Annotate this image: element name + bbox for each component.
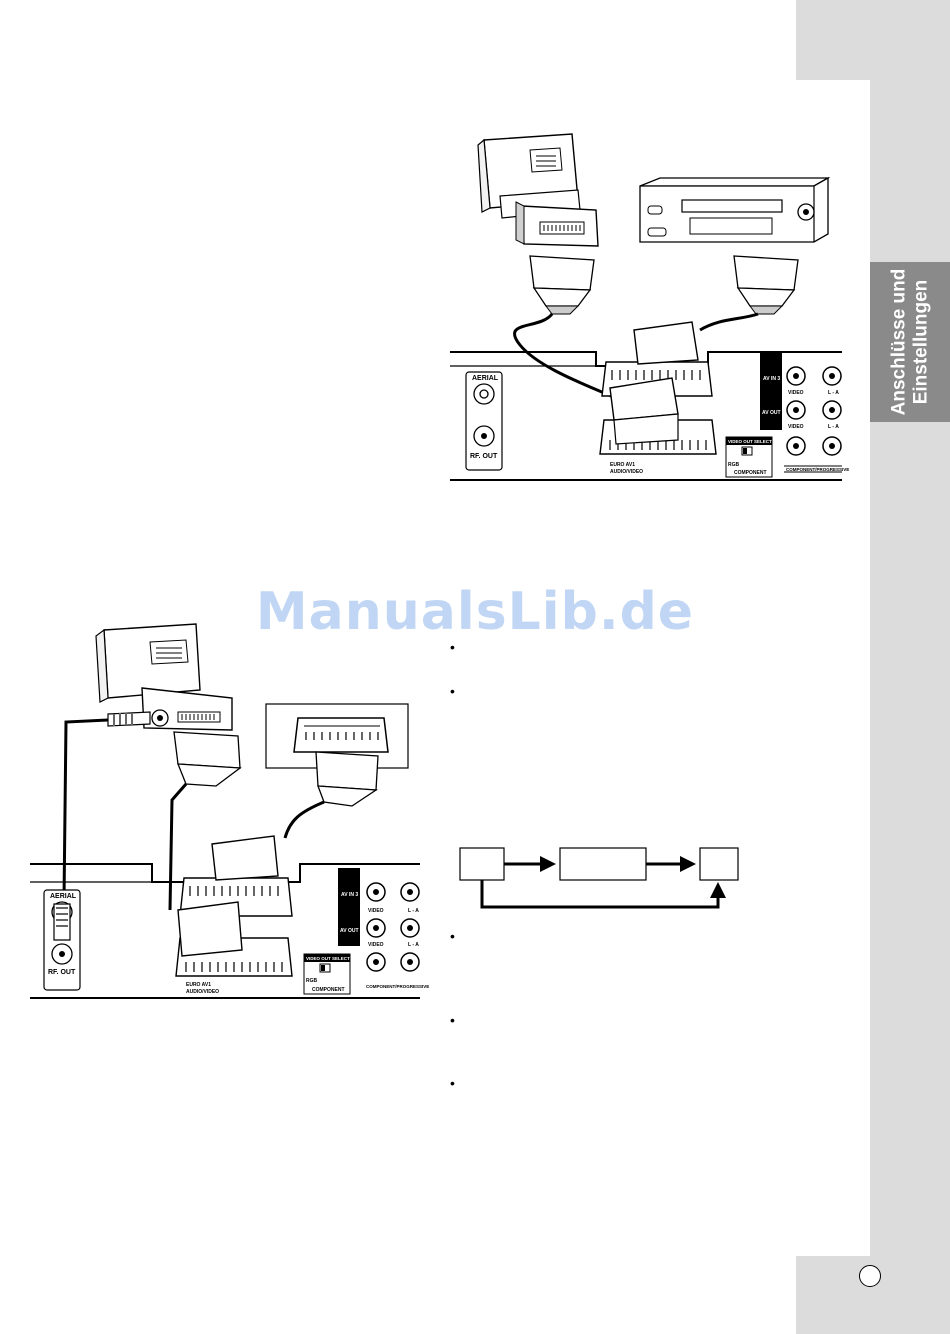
audio-video-label-bottom: AUDIO/VIDEO — [186, 989, 219, 995]
section-tab: Anschlüsse und Einstellungen — [870, 262, 950, 422]
rear-panel-bottom — [30, 835, 420, 999]
aerial-label-bottom: AERIAL — [50, 893, 77, 900]
rf-out-label: RF. OUT — [470, 453, 498, 460]
l-a-label-bottom-1: L - A — [408, 908, 419, 914]
audio-video-label: AUDIO/VIDEO — [610, 469, 643, 475]
component-progressive-label-bottom: COMPONENT/PROGRESSIVE — [366, 984, 429, 989]
flow-arrowhead-1 — [540, 856, 556, 872]
scart-plug-closeup — [315, 751, 379, 807]
scart-cable-tv — [168, 783, 188, 911]
bullet-3: • — [450, 928, 455, 944]
rear-panel-top — [450, 321, 842, 481]
scart-cable-closeup — [283, 800, 325, 839]
aerial-cable — [62, 718, 109, 901]
component-progressive-label: COMPONENT/PROGRESSIVE — [786, 467, 849, 472]
l-a-label-bottom-2: L - A — [408, 942, 419, 948]
flow-arrow-bypass — [480, 880, 720, 909]
rgb-label-bottom: RGB — [306, 978, 318, 984]
av-out2-label: AV OUT 2 — [762, 410, 785, 416]
euro-av1-label-bottom: EURO AV1 — [186, 982, 211, 988]
flow-arrowhead-2 — [680, 856, 696, 872]
tv-icon-bottom — [95, 623, 233, 731]
aerial-label: AERIAL — [472, 375, 499, 382]
watermark: ManualsLib.de — [255, 582, 695, 642]
video-out-select-label-bottom: VIDEO OUT SELECT — [306, 956, 350, 961]
rf-out-label-bottom: RF. OUT — [48, 969, 76, 976]
scart-plug-tv — [529, 255, 595, 315]
flow-box-1 — [459, 847, 505, 881]
flow-arrowhead-bypass — [710, 882, 726, 898]
scart-plug-vcr — [733, 255, 799, 315]
av-out2-label-bottom: AV OUT 2 — [340, 928, 363, 934]
cable-vcr — [699, 312, 759, 332]
video-label-bottom-1: VIDEO — [368, 908, 384, 914]
component-label: COMPONENT — [734, 470, 767, 476]
margin-right — [870, 0, 950, 1334]
bullet-5: • — [450, 1075, 455, 1091]
tv-icon — [477, 133, 599, 247]
euro-av1-label: EURO AV1 — [610, 462, 635, 468]
av-in3-label-bottom: AV IN 3 — [341, 892, 358, 898]
vcr-icon — [639, 176, 831, 243]
rgb-label: RGB — [728, 462, 740, 468]
av-in3-label: AV IN 3 — [763, 376, 780, 382]
component-label-bottom: COMPONENT — [312, 987, 345, 993]
video-label-2: VIDEO — [788, 424, 804, 430]
page-number-circle — [859, 1265, 881, 1287]
flow-box-2 — [559, 847, 647, 881]
cable-tv — [513, 312, 621, 402]
bullet-4: • — [450, 1012, 455, 1028]
scart-plug-tv-bottom — [173, 731, 242, 787]
l-a-label-2: L - A — [828, 424, 839, 430]
bullet-1: • — [450, 639, 455, 655]
l-a-label-1: L - A — [828, 390, 839, 396]
flow-box-3 — [699, 847, 739, 881]
video-out-select-label: VIDEO OUT SELECT — [728, 439, 772, 444]
video-label-1: VIDEO — [788, 390, 804, 396]
bullet-2: • — [450, 683, 455, 699]
video-label-bottom-2: VIDEO — [368, 942, 384, 948]
